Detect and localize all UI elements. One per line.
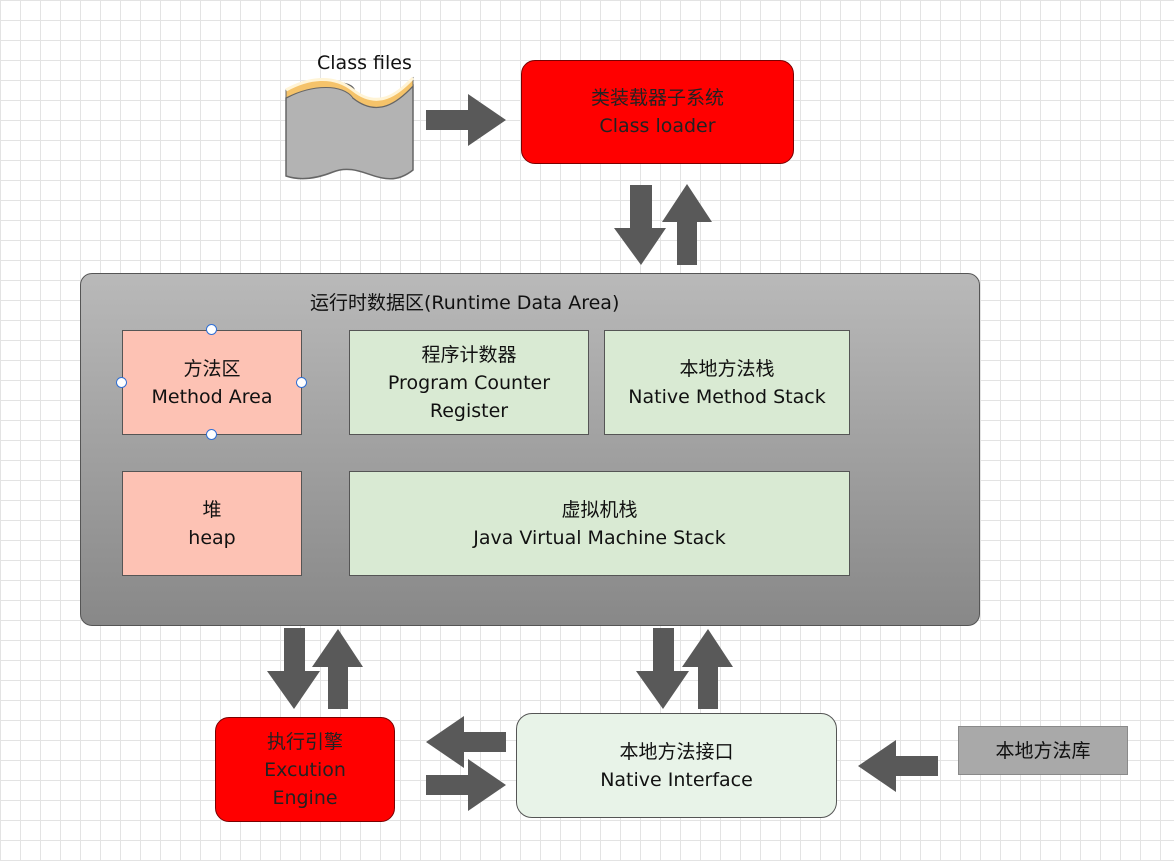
class-files-icon	[285, 76, 415, 180]
arrow-up-native	[682, 629, 733, 709]
runtime-data-area-title: 运行时数据区(Runtime Data Area)	[310, 292, 620, 314]
heap-cn: 堆	[202, 498, 222, 521]
engine-en-2: Engine	[272, 786, 338, 809]
method-area-cn: 方法区	[183, 357, 241, 380]
arrow-right-classfiles	[426, 94, 506, 146]
arrow-down-classloader	[614, 185, 666, 265]
jvm-stack-box[interactable]: 虚拟机栈 Java Virtual Machine Stack	[349, 471, 850, 576]
pc-register-cn: 程序计数器	[421, 343, 517, 366]
arrow-up-engine	[312, 629, 363, 709]
native-library-label: 本地方法库	[995, 739, 1091, 762]
arrow-down-native	[636, 628, 689, 709]
engine-cn: 执行引擎	[266, 730, 343, 753]
arrow-left-native-lib	[858, 740, 938, 792]
selection-handle-right[interactable]	[296, 377, 307, 388]
native-stack-cn: 本地方法栈	[679, 357, 775, 380]
jvm-stack-cn: 虚拟机栈	[561, 498, 638, 521]
arrow-left-to-engine	[426, 716, 506, 768]
jvm-stack-en: Java Virtual Machine Stack	[473, 526, 726, 549]
pc-register-en-2: Register	[429, 399, 509, 422]
native-interface-cn: 本地方法接口	[619, 740, 734, 763]
native-method-stack-box[interactable]: 本地方法栈 Native Method Stack	[604, 330, 850, 435]
heap-en: heap	[188, 526, 236, 549]
arrow-right-to-native	[426, 759, 506, 811]
program-counter-register-box[interactable]: 程序计数器 Program Counter Register	[349, 330, 589, 435]
selection-handle-left[interactable]	[116, 377, 127, 388]
execution-engine-box[interactable]: 执行引擎 Excution Engine	[215, 717, 395, 822]
arrow-up-classloader	[662, 184, 712, 265]
class-loader-en: Class loader	[599, 115, 716, 137]
native-interface-en: Native Interface	[600, 768, 753, 791]
class-loader-cn: 类装载器子系统	[590, 87, 724, 109]
selection-handle-top[interactable]	[206, 324, 217, 335]
method-area-en: Method Area	[151, 385, 273, 408]
heap-box[interactable]: 堆 heap	[122, 471, 302, 576]
pc-register-en-1: Program Counter	[387, 371, 551, 394]
arrow-down-engine	[267, 628, 320, 709]
native-interface-box[interactable]: 本地方法接口 Native Interface	[516, 713, 837, 818]
native-stack-en: Native Method Stack	[628, 385, 826, 408]
engine-en-1: Excution	[264, 758, 346, 781]
class-files-label: Class files	[317, 52, 412, 74]
native-library-box[interactable]: 本地方法库	[958, 726, 1128, 775]
class-loader-box[interactable]: 类装载器子系统 Class loader	[521, 60, 794, 164]
selection-handle-bottom[interactable]	[206, 429, 217, 440]
